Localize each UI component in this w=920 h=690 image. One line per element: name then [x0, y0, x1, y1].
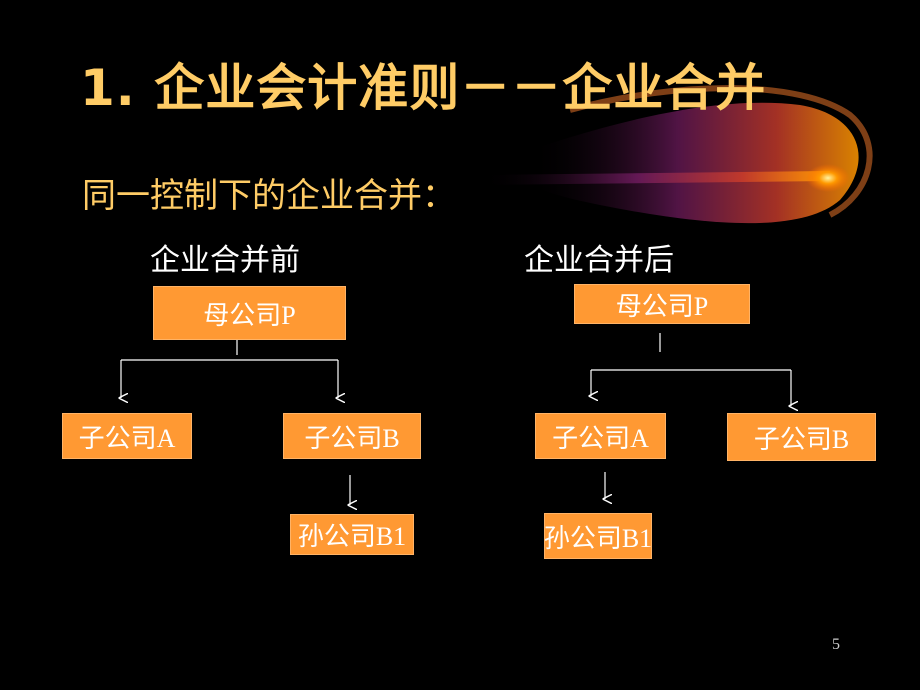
after-sub-a-box: 子公司A: [535, 413, 666, 459]
page-number: 5: [832, 636, 840, 653]
before-sub-b-box: 子公司B: [283, 413, 421, 459]
before-sub-a-box: 子公司A: [62, 413, 192, 459]
before-grand-b1-box: 孙公司B1: [290, 514, 414, 555]
before-parent-box: 母公司P: [153, 286, 346, 340]
slide-title: 1. 企业会计准则－－企业合并: [80, 59, 767, 117]
after-parent-box: 母公司P: [574, 284, 750, 324]
after-grand-b1-box: 孙公司B1: [544, 513, 652, 559]
after-sub-b-box: 子公司B: [727, 413, 876, 461]
slide-subtitle: 同一控制下的企业合并：: [82, 176, 456, 216]
before-heading: 企业合并前: [150, 243, 300, 278]
after-heading: 企业合并后: [524, 243, 674, 278]
